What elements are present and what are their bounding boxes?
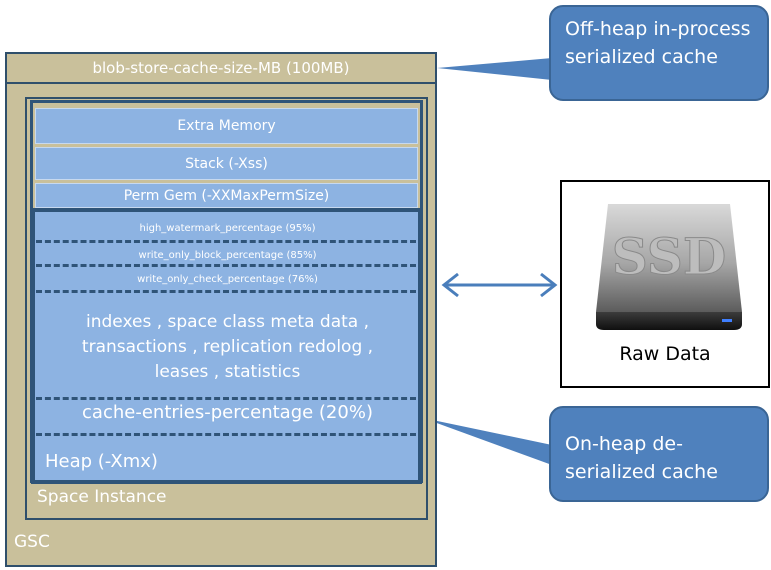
blob-store-bar: blob-store-cache-size-MB (100MB) <box>5 52 437 84</box>
callout-bottom-pointer <box>423 418 552 465</box>
high-watermark-label: high_watermark_percentage (95%) <box>139 222 316 234</box>
heap-contents-line: transactions , replication redolog , <box>81 337 374 357</box>
callout-top-pointer <box>437 58 552 80</box>
write-only-check-line <box>36 290 416 293</box>
cache-entries-top-line <box>36 397 416 400</box>
cache-entries-bottom-line <box>36 433 416 436</box>
off-heap-callout: Off-heap in-process serialized cache <box>549 5 769 101</box>
perm-gen-bar: Perm Gem (-XXMaxPermSize) <box>35 183 418 208</box>
space-instance-label: Space Instance <box>37 487 167 507</box>
ssd-icon: SSD <box>596 204 742 330</box>
write-only-block-line <box>36 264 416 267</box>
on-heap-callout: On-heap de-serialized cache <box>549 406 769 502</box>
high-watermark-line <box>36 240 416 243</box>
write-only-check-label: write_only_check_percentage (76%) <box>137 273 318 285</box>
write-only-block-label: write_only_block_percentage (85%) <box>138 249 317 261</box>
arrow-left-head <box>441 272 459 298</box>
arrow-right-head <box>540 272 558 298</box>
stack-bar: Stack (-Xss) <box>35 147 418 180</box>
cache-entries-label: cache-entries-percentage (20%) <box>82 402 373 423</box>
gsc-label: GSC <box>14 532 50 552</box>
heap-contents-line: indexes , space class meta data , <box>86 312 369 332</box>
heap-region <box>31 208 422 484</box>
heap-label: Heap (-Xmx) <box>45 451 158 472</box>
ssd-icon-text: SSD <box>612 227 726 286</box>
raw-data-box: SSD <box>560 180 770 388</box>
heap-contents-text: indexes , space class meta data , transa… <box>40 310 415 385</box>
heap-contents-line: leases , statistics <box>154 362 301 382</box>
raw-data-label: Raw Data <box>619 343 711 365</box>
extra-memory-bar: Extra Memory <box>35 108 418 144</box>
